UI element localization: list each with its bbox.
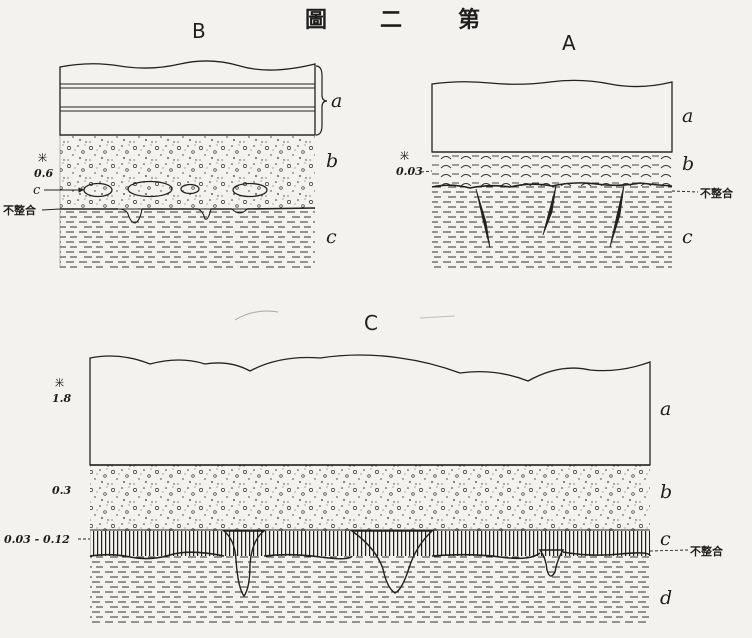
panel-c-label: C: [364, 311, 378, 335]
panel-a-unconformity-label: 不整合: [700, 186, 734, 200]
panel-c-layer-c-label: c: [660, 528, 671, 550]
panel-a-thickness: 0.03: [396, 165, 423, 178]
panel-a-layer-c-label: c: [682, 226, 693, 248]
panel-c: C a b c d 不整合 米 1.8 0.3 0.03 - 0.: [4, 311, 724, 625]
panel-a-layer-c: [432, 184, 672, 270]
panel-a-label: A: [562, 31, 576, 55]
figure-title: 圖 二 第: [305, 7, 480, 33]
title-char-1: 圖: [305, 7, 327, 33]
panel-c-thickness-b: 0.3: [52, 484, 71, 497]
panel-b-layer-a-label: a: [331, 90, 342, 112]
panel-c-layer-d-label: d: [660, 587, 672, 609]
panel-b-unconformity-label: 不整合: [3, 203, 37, 217]
panel-a-layer-a-label: a: [682, 105, 693, 127]
panel-c-layer-a: [90, 355, 650, 465]
panel-b-brace: [316, 66, 327, 135]
title-char-3: 第: [458, 7, 480, 33]
panel-b: B a b c 米 0.6 c 不整合: [3, 19, 342, 268]
panel-a-layer-a: [432, 80, 672, 152]
panel-b-layer-c: [60, 208, 315, 268]
panel-b-lens-label: c: [33, 183, 41, 198]
panel-b-layer-a: [60, 61, 315, 135]
panel-c-unit: 米: [55, 377, 64, 389]
panel-c-unconformity-label: 不整合: [690, 544, 724, 558]
panel-c-thickness-c: 0.03 - 0.12: [4, 533, 70, 546]
panel-b-thickness: 0.6: [34, 167, 53, 180]
panel-c-layer-a-label: a: [660, 398, 671, 420]
panel-c-unconformity-leader: [650, 550, 688, 551]
panel-a-unconformity-leader: [672, 191, 698, 192]
title-char-2: 二: [380, 7, 402, 33]
panel-b-layer-c-label: c: [326, 226, 337, 248]
panel-b-layer-b: [60, 135, 315, 209]
panel-a-layer-b: [432, 152, 672, 186]
panel-a-unit: 米: [400, 150, 409, 162]
panel-a-layer-b-label: b: [682, 153, 694, 175]
panel-a: A a b c 不整合 米 0.03: [396, 31, 734, 270]
panel-c-layer-d: [90, 555, 650, 625]
panel-b-label: B: [192, 19, 206, 43]
panel-c-layer-b: [90, 465, 650, 531]
panel-b-layer-b-label: b: [326, 150, 338, 172]
panel-c-layer-b-label: b: [660, 481, 672, 503]
panel-c-thickness-a: 1.8: [52, 392, 71, 405]
panel-b-unit: 米: [38, 152, 47, 164]
